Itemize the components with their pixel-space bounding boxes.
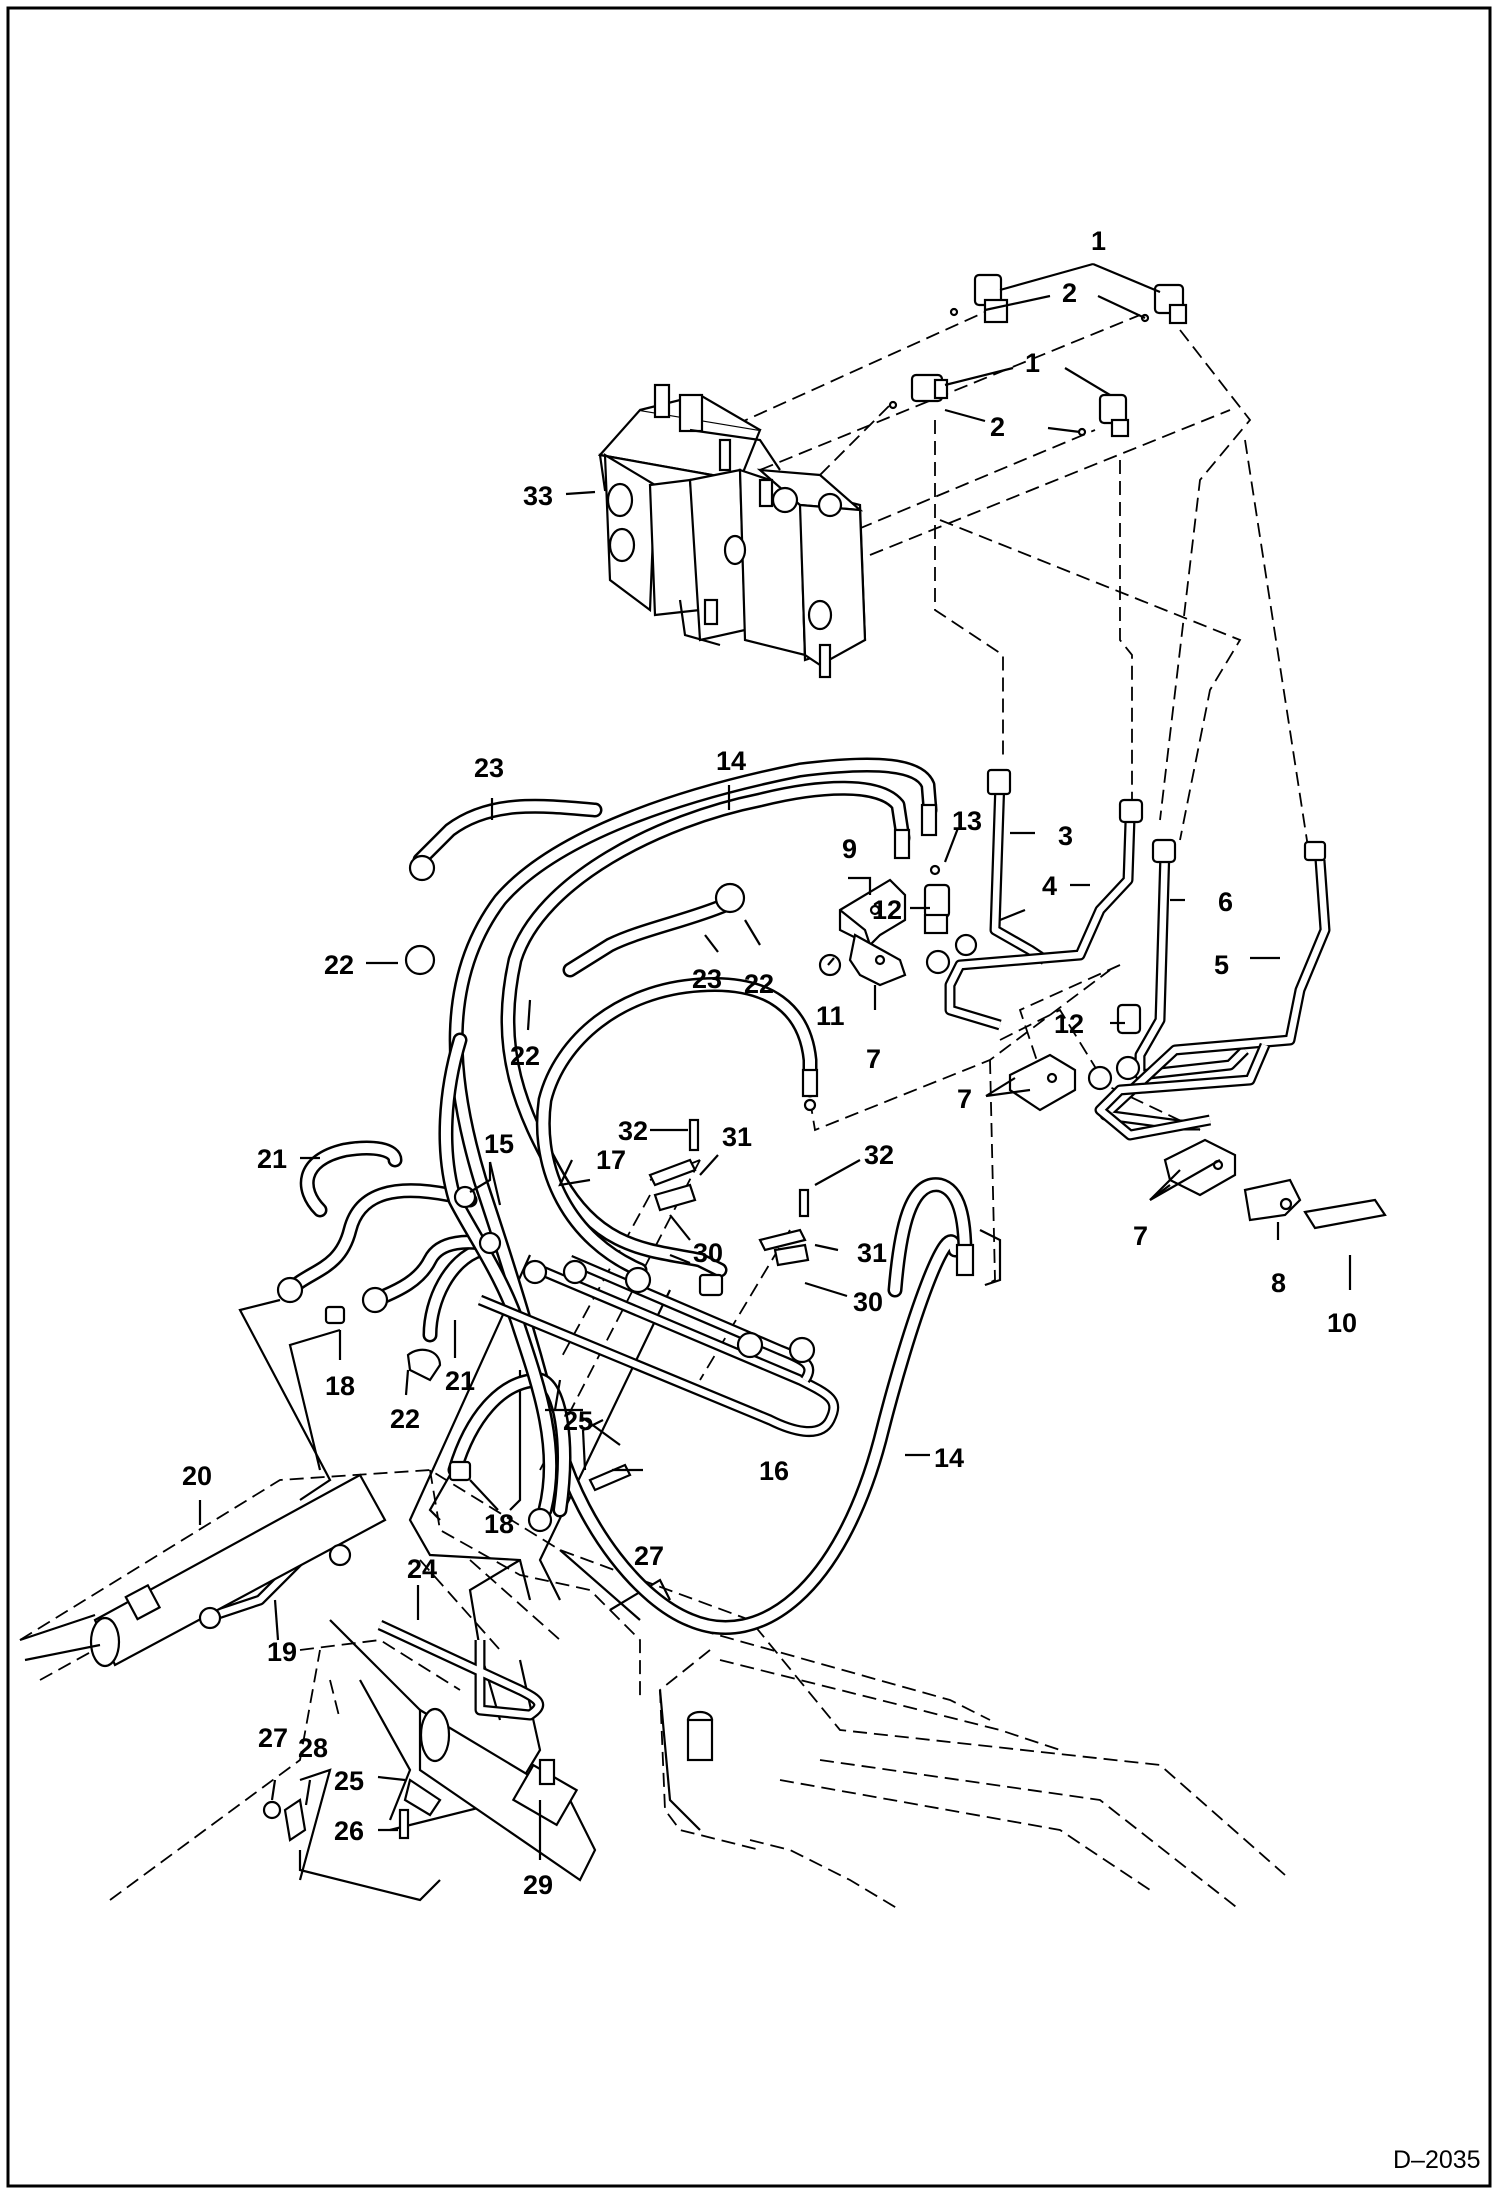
machine-frame [559,1549,714,1831]
callout-17: 17 [596,1145,626,1175]
control-valve [597,383,867,679]
callout-30: 30 [693,1238,723,1268]
clamp-hardware [262,1118,810,1842]
callout-23: 23 [474,753,504,783]
callout-14: 14 [934,1443,964,1473]
clamp-blocks [838,878,1387,1230]
callout-11: 11 [816,1001,845,1031]
callout-2: 2 [1062,278,1077,308]
callout-30: 30 [853,1287,883,1317]
callout-1: 1 [1025,348,1040,378]
callout-26: 26 [334,1816,364,1846]
callout-32: 32 [864,1140,894,1170]
callout-18: 18 [484,1509,514,1539]
callout-13: 13 [952,806,982,836]
callout-20: 20 [182,1461,212,1491]
callout-7: 7 [866,1044,881,1074]
callout-19: 19 [267,1637,297,1667]
callout-3: 3 [1058,821,1073,851]
elbow-fitting [1077,393,1130,438]
elbow-fitting [949,273,1009,324]
callout-28: 28 [298,1733,328,1763]
callout-8: 8 [1271,1268,1286,1298]
callout-7: 7 [957,1084,972,1114]
callout-1: 1 [1091,226,1106,256]
callout-14: 14 [716,746,746,776]
callout-leaders [198,262,1352,1860]
callout-32: 32 [618,1116,648,1146]
callout-10: 10 [1327,1308,1357,1338]
cylinders [19,1473,597,1882]
callout-27: 27 [634,1541,664,1571]
callout-22: 22 [744,969,774,999]
callout-24: 24 [407,1554,437,1584]
elbow-fitting [888,373,949,410]
callout-31: 31 [857,1238,887,1268]
callout-16: 16 [759,1456,789,1486]
callout-7: 7 [1133,1221,1148,1251]
callout-29: 29 [523,1870,553,1900]
callout-21: 21 [445,1366,475,1396]
callout-18: 18 [325,1371,355,1401]
callout-22: 22 [390,1404,420,1434]
callout-2: 2 [990,412,1005,442]
callout-22: 22 [324,950,354,980]
callout-25: 25 [563,1406,593,1436]
callout-21: 21 [257,1144,287,1174]
callout-6: 6 [1218,887,1233,917]
page-border [6,6,1492,2188]
tube-lines [198,779,1331,1721]
callout-31: 31 [722,1122,752,1152]
callout-27: 27 [258,1723,288,1753]
callout-4: 4 [1042,871,1057,901]
callout-12: 12 [1054,1009,1084,1039]
hose-clamps [404,854,746,1382]
hoses [282,757,973,1635]
callout-33: 33 [523,481,553,511]
drawing-id: D–2035 [1393,2146,1481,2174]
callout-5: 5 [1214,950,1229,980]
callout-labels: 1 2 1 2 33 23 14 13 3 9 4 6 12 5 22 23 2… [182,226,1357,1900]
callout-23: 23 [692,964,722,994]
callout-15: 15 [484,1129,514,1159]
callout-12: 12 [872,895,902,925]
callout-25: 25 [334,1766,364,1796]
elbow-fitting [1140,283,1188,325]
hose-fittings [276,768,1327,1533]
callout-9: 9 [842,834,857,864]
callout-22: 22 [510,1041,540,1071]
